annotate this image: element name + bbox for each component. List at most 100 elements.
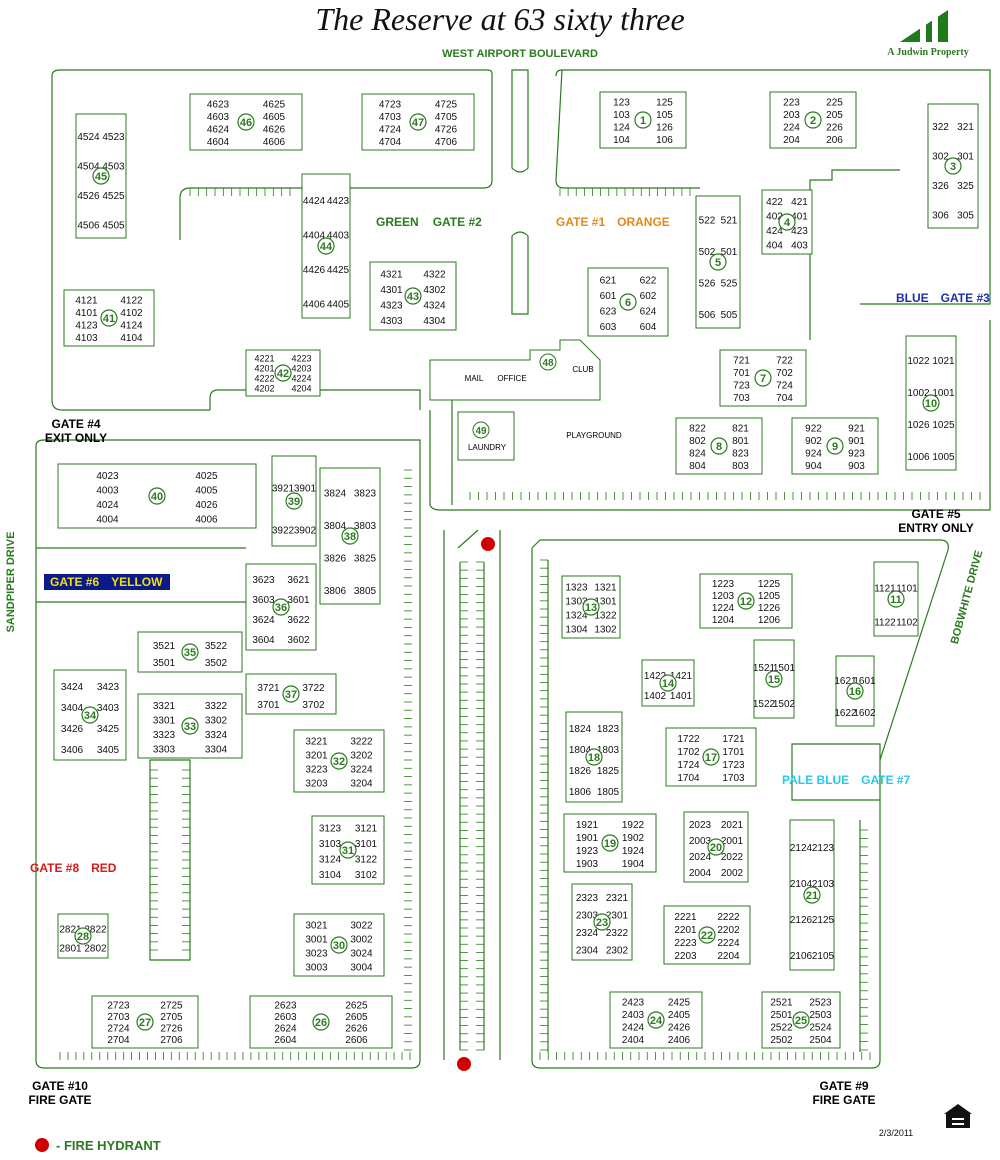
unit-number: 2323 bbox=[576, 893, 599, 904]
unit-number: 1923 bbox=[576, 846, 599, 857]
gate-10-fire-gate-label: FIRE GATE bbox=[28, 1093, 91, 1107]
unit-number: 1101 bbox=[896, 584, 918, 595]
building-number-marker bbox=[330, 752, 348, 770]
unit-number: 1225 bbox=[758, 579, 781, 590]
building-number: 28 bbox=[77, 931, 89, 943]
unit-number: 3103 bbox=[319, 839, 342, 850]
unit-number: 103 bbox=[613, 110, 630, 121]
legend-fire-hydrant-icon bbox=[35, 1138, 49, 1152]
unit-number: 4026 bbox=[195, 500, 218, 511]
unit-number: 1122 bbox=[874, 618, 896, 629]
building-number-marker bbox=[92, 167, 110, 185]
unit-number: 4503 bbox=[102, 162, 125, 173]
unit-number: 4625 bbox=[263, 99, 286, 110]
unit-number: 4404 bbox=[303, 230, 326, 241]
road-network bbox=[35, 69, 991, 1069]
unit-number: 4303 bbox=[380, 316, 403, 327]
unit-number: 123 bbox=[613, 97, 630, 108]
gate-5-entry-only-label: ENTRY ONLY bbox=[898, 521, 974, 535]
unit-number: 4102 bbox=[120, 308, 143, 319]
unit-number: 1804 bbox=[569, 745, 592, 756]
unit-number: 3122 bbox=[355, 855, 378, 866]
unit-number: 224 bbox=[783, 122, 800, 133]
building-number: 26 bbox=[315, 1017, 327, 1029]
building-number: 16 bbox=[849, 686, 861, 698]
west-airport-boulevard-label: WEST AIRPORT BOULEVARD bbox=[442, 48, 598, 60]
unit-number: 2626 bbox=[345, 1024, 368, 1035]
building-number: 13 bbox=[585, 602, 597, 614]
unit-number: 526 bbox=[699, 279, 716, 290]
unit-number: 2603 bbox=[274, 1012, 297, 1023]
unit-number: 2704 bbox=[107, 1035, 130, 1046]
unit-number: 2004 bbox=[689, 868, 712, 879]
unit-number: 3602 bbox=[287, 635, 310, 646]
unit-number: 2723 bbox=[107, 1001, 130, 1012]
unit-number: 2322 bbox=[606, 928, 629, 939]
unit-number: 1006 bbox=[907, 452, 930, 463]
unit-number: 4626 bbox=[263, 124, 286, 135]
unit-number: 1206 bbox=[758, 615, 781, 626]
building-number: 37 bbox=[285, 689, 297, 701]
building-number: 39 bbox=[288, 496, 300, 508]
unit-number: 305 bbox=[957, 211, 974, 222]
building-outline bbox=[245, 349, 321, 397]
unit-number: 4524 bbox=[77, 132, 100, 143]
unit-number: 2502 bbox=[770, 1035, 793, 1046]
unit-number: 3303 bbox=[153, 744, 176, 755]
unit-number: 302 bbox=[932, 152, 949, 163]
building-outline bbox=[63, 289, 155, 347]
unit-number: 724 bbox=[776, 380, 793, 391]
unit-number: 1522 bbox=[753, 699, 776, 710]
parking-stripes bbox=[59, 188, 981, 1060]
building-number-marker bbox=[593, 913, 611, 931]
amenities: MAIL OFFICE CLUB 48 49 LAUNDRY PLAYGROUN… bbox=[429, 339, 622, 461]
building-number-marker bbox=[237, 113, 255, 131]
club-label: CLUB bbox=[572, 365, 593, 374]
unit-number: 421 bbox=[791, 197, 808, 208]
unit-number: 3403 bbox=[97, 703, 120, 714]
unit-number: 2106 bbox=[790, 951, 813, 962]
unit-number: 3001 bbox=[305, 935, 328, 946]
unit-number: 321 bbox=[957, 122, 974, 133]
unit-number: 4425 bbox=[327, 265, 350, 276]
unit-number: 4301 bbox=[380, 285, 403, 296]
unit-number: 2623 bbox=[274, 1001, 297, 1012]
unit-number: 502 bbox=[699, 247, 716, 258]
unit-number: 3301 bbox=[153, 715, 176, 726]
unit-number: 702 bbox=[776, 368, 793, 379]
unit-number: 3823 bbox=[354, 488, 377, 499]
unit-number: 4504 bbox=[77, 162, 100, 173]
unit-number: 2802 bbox=[84, 943, 107, 954]
unit-number: 2606 bbox=[345, 1035, 368, 1046]
office-label: OFFICE bbox=[497, 374, 526, 383]
building-number-marker bbox=[887, 590, 905, 608]
laundry-number-marker bbox=[472, 421, 490, 439]
building-number-marker bbox=[282, 685, 300, 703]
unit-number: 3623 bbox=[252, 575, 275, 586]
unit-number: 3302 bbox=[205, 715, 228, 726]
unit-number: 4525 bbox=[102, 191, 125, 202]
unit-number: 921 bbox=[848, 423, 865, 434]
unit-number: 2204 bbox=[717, 951, 740, 962]
unit-number: 4423 bbox=[327, 196, 350, 207]
unit-number: 2523 bbox=[809, 997, 832, 1008]
unit-number: 1721 bbox=[722, 734, 745, 745]
unit-number: 2301 bbox=[606, 911, 629, 922]
unit-number: 4605 bbox=[263, 112, 286, 123]
unit-number: 4321 bbox=[380, 270, 403, 281]
unit-number: 3022 bbox=[350, 921, 373, 932]
building-number: 20 bbox=[710, 842, 722, 854]
unit-number: 3622 bbox=[287, 615, 310, 626]
